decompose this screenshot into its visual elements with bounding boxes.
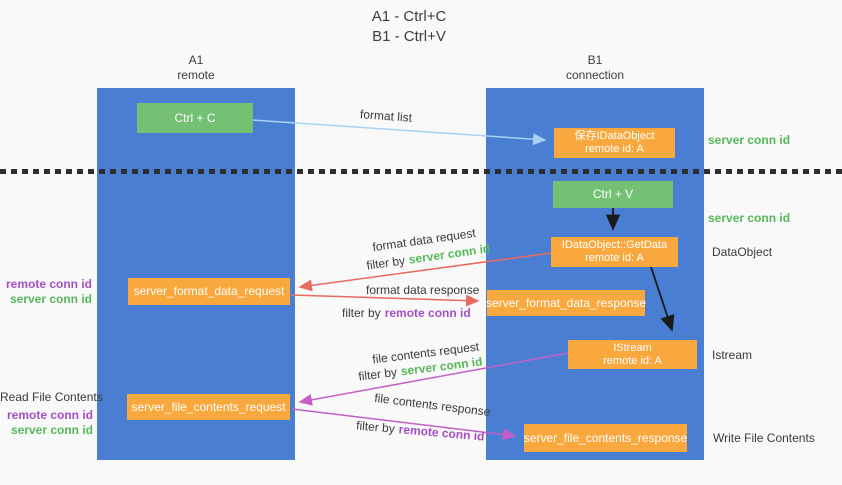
copy-paste-boundary-dotted-line	[0, 169, 842, 174]
left-conn-id-annotations-2: remote conn id server conn id	[0, 408, 93, 438]
remote-conn-id-filter-key: remote conn id	[384, 306, 471, 320]
server-format-data-response-label: server_format_data_response	[485, 295, 647, 310]
remote-conn-id-label-left-2: remote conn id	[6, 408, 93, 422]
title-line-2: B1 - Ctrl+V	[372, 28, 446, 45]
lifeline-a-name: A1	[188, 53, 204, 67]
istream-remote-id: remote id: A	[603, 354, 662, 367]
ctrl-c-box: Ctrl + C	[137, 103, 253, 133]
filter-by-text: filter by	[342, 306, 381, 320]
server-format-data-request-box: server_format_data_request	[128, 278, 290, 305]
save-idataobject-remote-id: remote id: A	[585, 143, 644, 155]
istream-side-label: Istream	[712, 348, 753, 362]
lifeline-a-role: remote	[177, 68, 215, 82]
lifeline-b-role: connection	[565, 68, 625, 82]
ctrl-c-label: Ctrl + C	[174, 110, 216, 125]
filter-by-text: filter by	[365, 253, 406, 273]
ctrl-v-box: Ctrl + V	[553, 181, 673, 208]
remote-conn-id-filter-key: remote conn id	[398, 422, 486, 444]
getdata-label: IDataObject::GetData	[561, 239, 668, 251]
remote-conn-id-label-left-1: remote conn id	[5, 277, 92, 291]
server-file-contents-response-label: server_file_contents_response	[523, 430, 688, 445]
lifeline-b-header: B1 connection	[486, 53, 704, 83]
left-conn-id-annotations-1: remote conn id server conn id	[0, 277, 92, 307]
dataobject-label: DataObject	[712, 245, 773, 259]
filter-by-text: filter by	[357, 364, 398, 384]
diagram-title: A1 - Ctrl+C B1 - Ctrl+V	[0, 7, 818, 47]
istream-label: IStream	[613, 341, 652, 354]
getdata-remote-id: remote id: A	[585, 252, 644, 264]
server-format-data-request-label: server_format_data_request	[133, 284, 285, 298]
title-line-1: A1 - Ctrl+C	[371, 8, 447, 25]
file-contents-response-label: file contents response	[373, 390, 492, 420]
server-conn-id-label-top-right: server conn id	[708, 133, 791, 147]
read-file-contents-label: Read File Contents	[0, 390, 103, 404]
server-file-contents-request-label: server_file_contents_request	[131, 399, 286, 414]
server-conn-id-label-left-2: server conn id	[10, 423, 93, 437]
lifeline-a-header: A1 remote	[97, 53, 295, 83]
write-file-contents-label: Write File Contents	[713, 431, 815, 445]
server-file-contents-request-box: server_file_contents_request	[127, 394, 290, 420]
server-conn-id-label-mid-right: server conn id	[708, 211, 791, 225]
ctrl-v-label: Ctrl + V	[592, 187, 634, 201]
server-conn-id-label-left-1: server conn id	[9, 292, 92, 306]
server-format-data-response-box: server_format_data_response	[485, 290, 647, 316]
lifeline-b-name: B1	[587, 53, 603, 67]
istream-box: IStream remote id: A	[568, 340, 697, 369]
format-list-label: format list	[359, 107, 413, 125]
save-idataobject-label: 保存IDataObject	[574, 130, 655, 142]
server-file-contents-response-box: server_file_contents_response	[524, 424, 687, 452]
idataobject-getdata-box: IDataObject::GetData remote id: A	[551, 237, 678, 267]
save-idataobject-box: 保存IDataObject remote id: A	[554, 128, 675, 158]
filter-by-text: filter by	[355, 418, 396, 436]
format-data-response-label: format data response	[366, 283, 480, 297]
